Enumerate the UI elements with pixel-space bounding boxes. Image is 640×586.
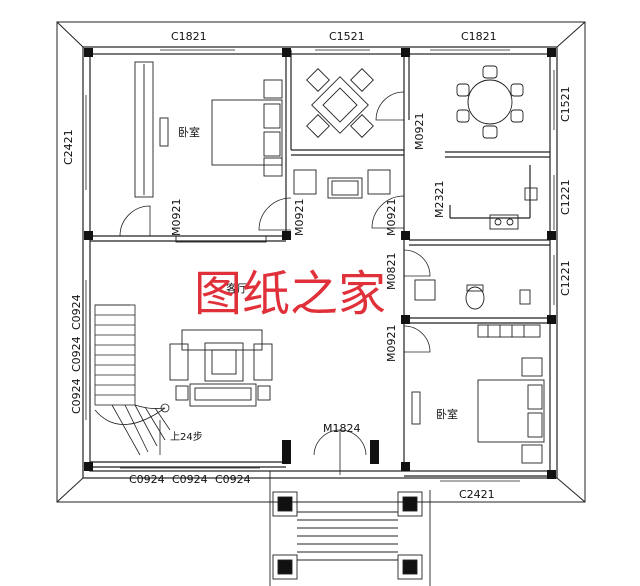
door-label-bedroom-top: M0921 [170, 199, 183, 237]
door-label-hall-left: M0921 [293, 199, 306, 237]
bedroom-bottom-furniture [411, 324, 545, 464]
door-swings [119, 91, 431, 475]
window-label-right-mid: C1221 [559, 179, 572, 215]
room-label-bedroom-bottom: 卧室 [436, 407, 458, 421]
room-label-bedroom-top: 卧室 [178, 125, 200, 139]
window-label-right-lower: C1221 [559, 260, 572, 296]
window-label-left-upper: C2421 [62, 129, 75, 165]
window-label-bottom-left-3: C0924 [215, 473, 251, 486]
window-label-top-left: C1821 [171, 30, 207, 43]
window-label-left-lower-2: C0924 [70, 336, 83, 372]
door-label-bedroom-bottom: M0921 [385, 325, 398, 363]
room-label-living: 客厅 [226, 281, 248, 295]
roof-outline [56, 21, 586, 503]
dining-table-set [456, 65, 524, 139]
window-label-left-lower-1: C0924 [70, 294, 83, 330]
window-label-right-upper: C1521 [559, 86, 572, 122]
staircase [94, 304, 171, 456]
bedroom-top-furniture [134, 61, 283, 243]
door-label-kitchen: M2321 [433, 181, 446, 219]
entrance-porch [269, 471, 431, 586]
columns [84, 48, 556, 479]
kitchen-fixtures [489, 187, 538, 230]
door-label-entrance: M1824 [323, 422, 361, 435]
door-label-dining: M0921 [413, 113, 426, 151]
watermark-text: 图纸之家 [194, 266, 386, 322]
stair-label: 上24步 [170, 431, 203, 443]
exterior-walls [82, 46, 558, 479]
tea-table-set [306, 68, 374, 138]
window-label-bottom-left-2: C0924 [172, 473, 208, 486]
door-label-bath: M0821 [385, 253, 398, 291]
window-label-left-lower-3: C0924 [70, 378, 83, 414]
living-sofa-set [169, 329, 273, 407]
window-label-bottom-left-1: C0924 [129, 473, 165, 486]
window-label-top-mid: C1521 [329, 30, 365, 43]
window-label-bottom-right: C2421 [459, 488, 495, 501]
bath-fixtures [414, 279, 531, 310]
window-symbols [82, 46, 558, 482]
hall-sofa-set [293, 169, 391, 199]
window-label-top-right: C1821 [461, 30, 497, 43]
door-label-hall-right: M0921 [385, 199, 398, 237]
interior-walls [90, 50, 550, 477]
